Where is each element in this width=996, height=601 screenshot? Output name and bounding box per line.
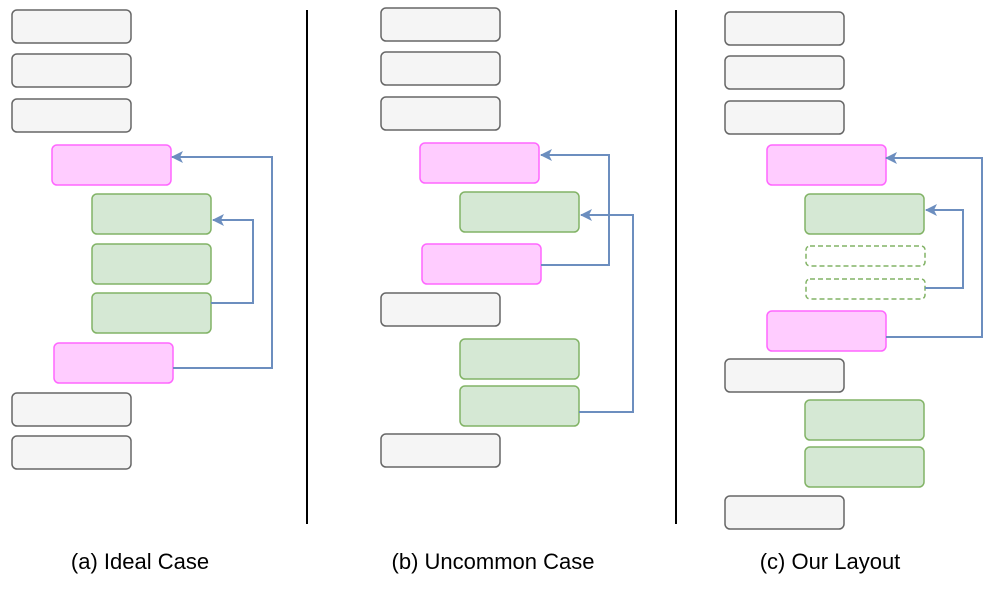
green-block [91,193,212,235]
connector-arrow [540,149,610,266]
pink-block [766,144,887,186]
pink-block [419,142,540,184]
placeholder-green-block [805,278,926,300]
gray-block [724,55,845,90]
gray-block [380,96,501,131]
gray-block [380,7,501,42]
gray-block [380,433,501,468]
pink-block [53,342,174,384]
green-block [459,385,580,427]
pink-block [766,310,887,352]
green-block [804,446,925,488]
connector-arrow [211,214,254,304]
placeholder-green-block [805,245,926,267]
panel-ideal-case [11,9,273,470]
gray-block [380,292,501,327]
gray-block [11,53,132,88]
connector-arrow [925,204,964,289]
gray-block [724,11,845,46]
green-block [91,292,212,334]
green-block [459,338,580,380]
green-block [91,243,212,285]
gray-block [11,9,132,44]
caption-uncommon-case: (b) Uncommon Case [391,549,595,574]
pink-block [51,144,172,186]
caption-ideal-case: (a) Ideal Case [70,549,210,574]
gray-block [11,392,132,427]
gray-block [380,51,501,86]
gray-block [11,435,132,470]
pink-block [421,243,542,285]
gray-block [11,98,132,133]
gray-block [724,495,845,530]
panel-uncommon-case [380,7,634,468]
green-block [459,191,580,233]
caption-our-layout: (c) Our Layout [759,549,901,574]
panel-our-layout [724,11,983,530]
gray-block [724,100,845,135]
green-block [804,193,925,235]
green-block [804,399,925,441]
connector-arrow [885,152,983,338]
connector-arrow [579,209,634,413]
connector-arrow [171,151,273,369]
gray-block [724,358,845,393]
